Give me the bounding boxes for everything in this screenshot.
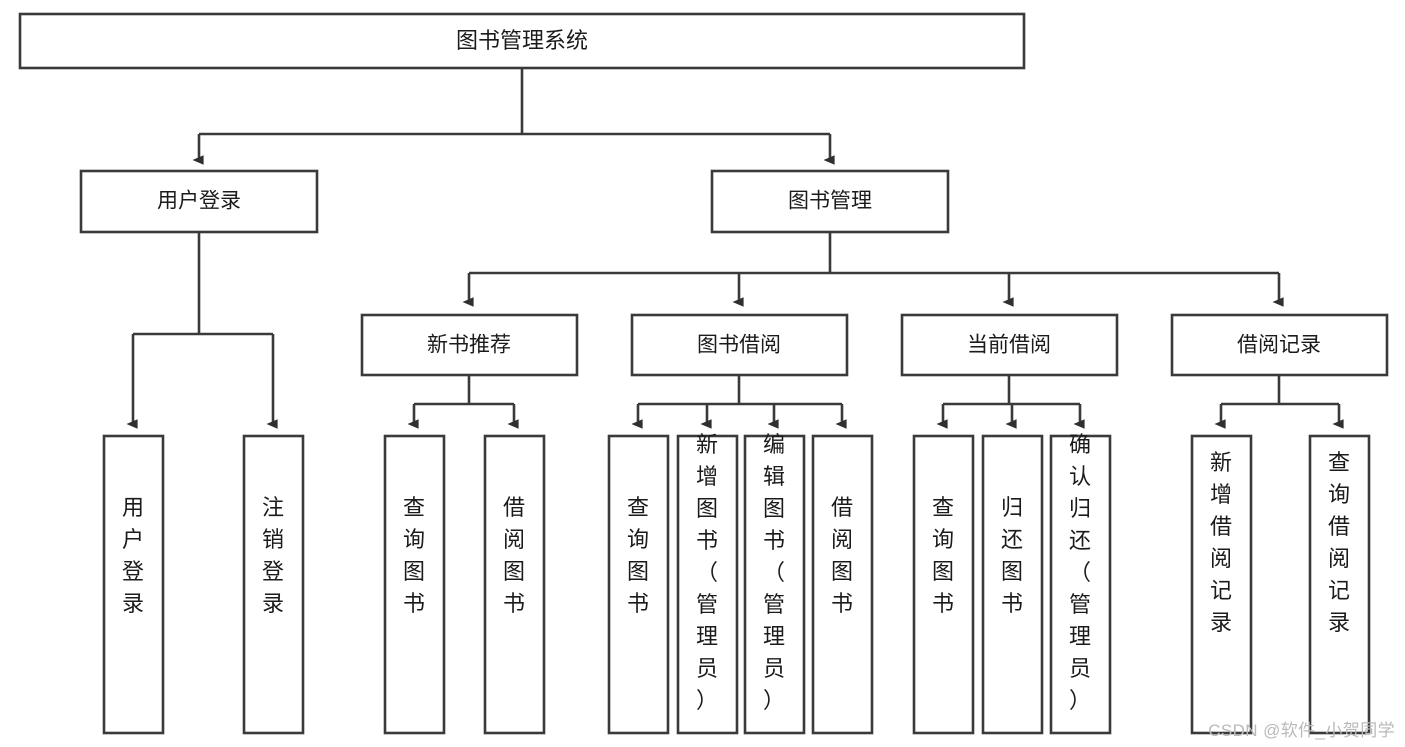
connector-root-to-level2 [192, 68, 835, 165]
leaf-current-borrow-2-label: 确认归还（管理员） [1069, 432, 1091, 713]
leaf-user-login-1-label: 注销登录 [262, 495, 284, 616]
leaf-current-borrow-2-box[interactable] [1049, 434, 1112, 735]
leaf-new-book-0-box[interactable] [383, 434, 446, 735]
connector-borrowrecord-to-leaves [1214, 375, 1344, 429]
leaf-user-login-0-box[interactable] [102, 434, 165, 735]
leaf-new-book-1-box[interactable] [483, 434, 546, 735]
node-root-label: 图书管理系统 [456, 28, 588, 53]
connector-bookmanage-to-level3 [462, 232, 1284, 307]
leaf-book-borrow-0-box[interactable] [607, 434, 670, 735]
leaf-new-book-0[interactable]: 查询图书 [383, 434, 446, 735]
node-new-book-recommend-label: 新书推荐 [427, 334, 511, 357]
leaf-user-login-1-box[interactable] [242, 434, 305, 735]
node-book-borrow[interactable]: 图书借阅 [630, 313, 849, 377]
leaf-current-borrow-1-box[interactable] [981, 434, 1044, 735]
leaf-new-book-1[interactable]: 借阅图书 [483, 434, 546, 735]
leaf-book-borrow-2-label: 编辑图书（管理员） [763, 432, 785, 713]
node-current-borrow-label: 当前借阅 [967, 334, 1051, 357]
node-root-box[interactable] [18, 12, 1026, 70]
node-user-login-label: 用户登录 [157, 190, 241, 213]
leaf-book-borrow-0[interactable]: 查询图书 [607, 434, 670, 735]
leaf-book-borrow-3-box[interactable] [811, 434, 874, 735]
node-root[interactable]: 图书管理系统 [18, 12, 1026, 70]
leaf-borrow-record-0-box[interactable] [1190, 434, 1253, 735]
leaf-book-borrow-1-box[interactable] [676, 434, 739, 735]
node-book-manage[interactable]: 图书管理 [710, 169, 950, 234]
node-current-borrow-box[interactable] [900, 313, 1119, 377]
leaf-borrow-record-1-label: 查询借阅记录 [1328, 450, 1350, 635]
leaf-current-borrow-0[interactable]: 查询图书 [912, 434, 975, 735]
leaf-borrow-record-1[interactable]: 查询借阅记录 [1308, 434, 1371, 735]
leaf-borrow-record-0-label: 新增借阅记录 [1210, 450, 1232, 635]
node-new-book-recommend[interactable]: 新书推荐 [360, 313, 579, 377]
leaf-current-borrow-0-box[interactable] [912, 434, 975, 735]
leaf-book-borrow-2[interactable]: 编辑图书（管理员） [743, 432, 806, 735]
leaf-new-book-0-label: 查询图书 [403, 495, 425, 616]
node-user-login-box[interactable] [79, 169, 319, 234]
leaf-book-borrow-1[interactable]: 新增图书（管理员） [676, 432, 739, 735]
leaf-book-borrow-2-box[interactable] [743, 434, 806, 735]
connector-bookborrow-to-leaves [631, 375, 847, 429]
leaf-user-login-1[interactable]: 注销登录 [242, 434, 305, 735]
node-user-login[interactable]: 用户登录 [79, 169, 319, 234]
leaf-borrow-record-1-box[interactable] [1308, 434, 1371, 735]
node-new-book-recommend-box[interactable] [360, 313, 579, 377]
node-book-manage-label: 图书管理 [788, 190, 872, 213]
node-current-borrow[interactable]: 当前借阅 [900, 313, 1119, 377]
leaf-book-borrow-0-label: 查询图书 [627, 495, 649, 616]
leaf-book-borrow-1-label: 新增图书（管理员） [696, 432, 718, 713]
connector-newbook-to-leaves [407, 375, 519, 429]
node-book-manage-box[interactable] [710, 169, 950, 234]
node-borrow-record-label: 借阅记录 [1237, 334, 1321, 357]
connector-currentborrow-to-leaves [936, 375, 1085, 429]
node-book-borrow-box[interactable] [630, 313, 849, 377]
leaf-book-borrow-3-label: 借阅图书 [831, 495, 853, 616]
leaf-user-login-0-label: 用户登录 [122, 495, 144, 616]
leaf-current-borrow-1-label: 归还图书 [1001, 495, 1023, 616]
node-borrow-record-box[interactable] [1170, 313, 1389, 377]
leaf-new-book-1-label: 借阅图书 [503, 495, 525, 616]
leaf-current-borrow-1[interactable]: 归还图书 [981, 434, 1044, 735]
node-borrow-record[interactable]: 借阅记录 [1170, 313, 1389, 377]
connector-userlogin-to-leaves [126, 232, 278, 429]
leaf-current-borrow-0-label: 查询图书 [932, 495, 954, 616]
node-book-borrow-label: 图书借阅 [697, 334, 781, 357]
leaf-borrow-record-0[interactable]: 新增借阅记录 [1190, 434, 1253, 735]
leaf-current-borrow-2[interactable]: 确认归还（管理员） [1049, 432, 1112, 735]
leaf-book-borrow-3[interactable]: 借阅图书 [811, 434, 874, 735]
leaf-user-login-0[interactable]: 用户登录 [102, 434, 165, 735]
